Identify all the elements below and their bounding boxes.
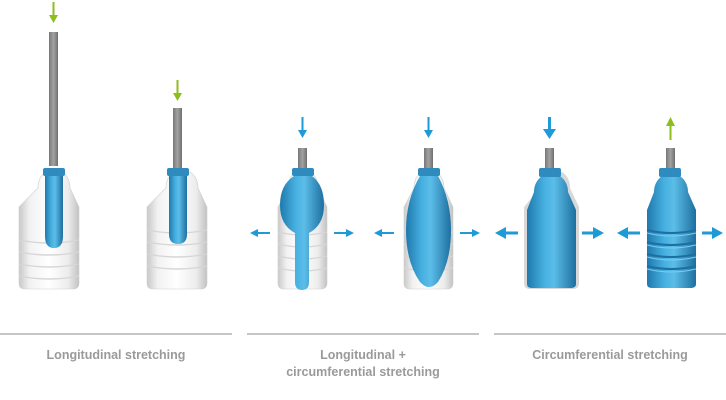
stretch-rod — [666, 148, 675, 168]
left-arrow-icon — [250, 229, 270, 237]
down-arrow-icon — [49, 2, 58, 23]
caption-longitudinal-stretching: Longitudinal stretching — [0, 347, 232, 364]
down-arrow-icon — [298, 117, 307, 138]
stretch-rod — [49, 32, 58, 166]
caption-line: circumferential stretching — [286, 365, 440, 379]
preform-balloon — [406, 168, 451, 287]
caption-circumferential-stretching: Circumferential stretching — [494, 347, 726, 364]
preform — [167, 168, 189, 244]
stretch-rod — [173, 108, 182, 168]
caption-line: Longitudinal stretching — [46, 348, 186, 362]
caption-line: Longitudinal + — [320, 348, 406, 362]
left-arrow-icon — [374, 229, 394, 237]
down-arrow-icon — [543, 117, 556, 139]
right-arrow-icon — [460, 229, 480, 237]
right-arrow-icon — [702, 227, 723, 239]
right-arrow-icon — [334, 229, 354, 237]
stretch-rod — [545, 148, 554, 168]
stage-6-bottle — [646, 168, 697, 288]
preform — [43, 168, 65, 248]
stage-5-bottle — [524, 168, 579, 289]
left-arrow-icon — [495, 227, 518, 239]
preform-balloon — [280, 168, 324, 290]
stretch-rod — [298, 148, 307, 170]
down-arrow-icon — [173, 80, 182, 101]
up-arrow-icon — [666, 117, 675, 140]
down-arrow-icon — [424, 117, 433, 138]
right-arrow-icon — [582, 227, 604, 239]
caption-longitudinal-circumferential-stretching: Longitudinal + circumferential stretchin… — [247, 347, 479, 381]
left-arrow-icon — [617, 227, 640, 239]
stretch-rod — [424, 148, 433, 170]
caption-line: Circumferential stretching — [532, 348, 688, 362]
